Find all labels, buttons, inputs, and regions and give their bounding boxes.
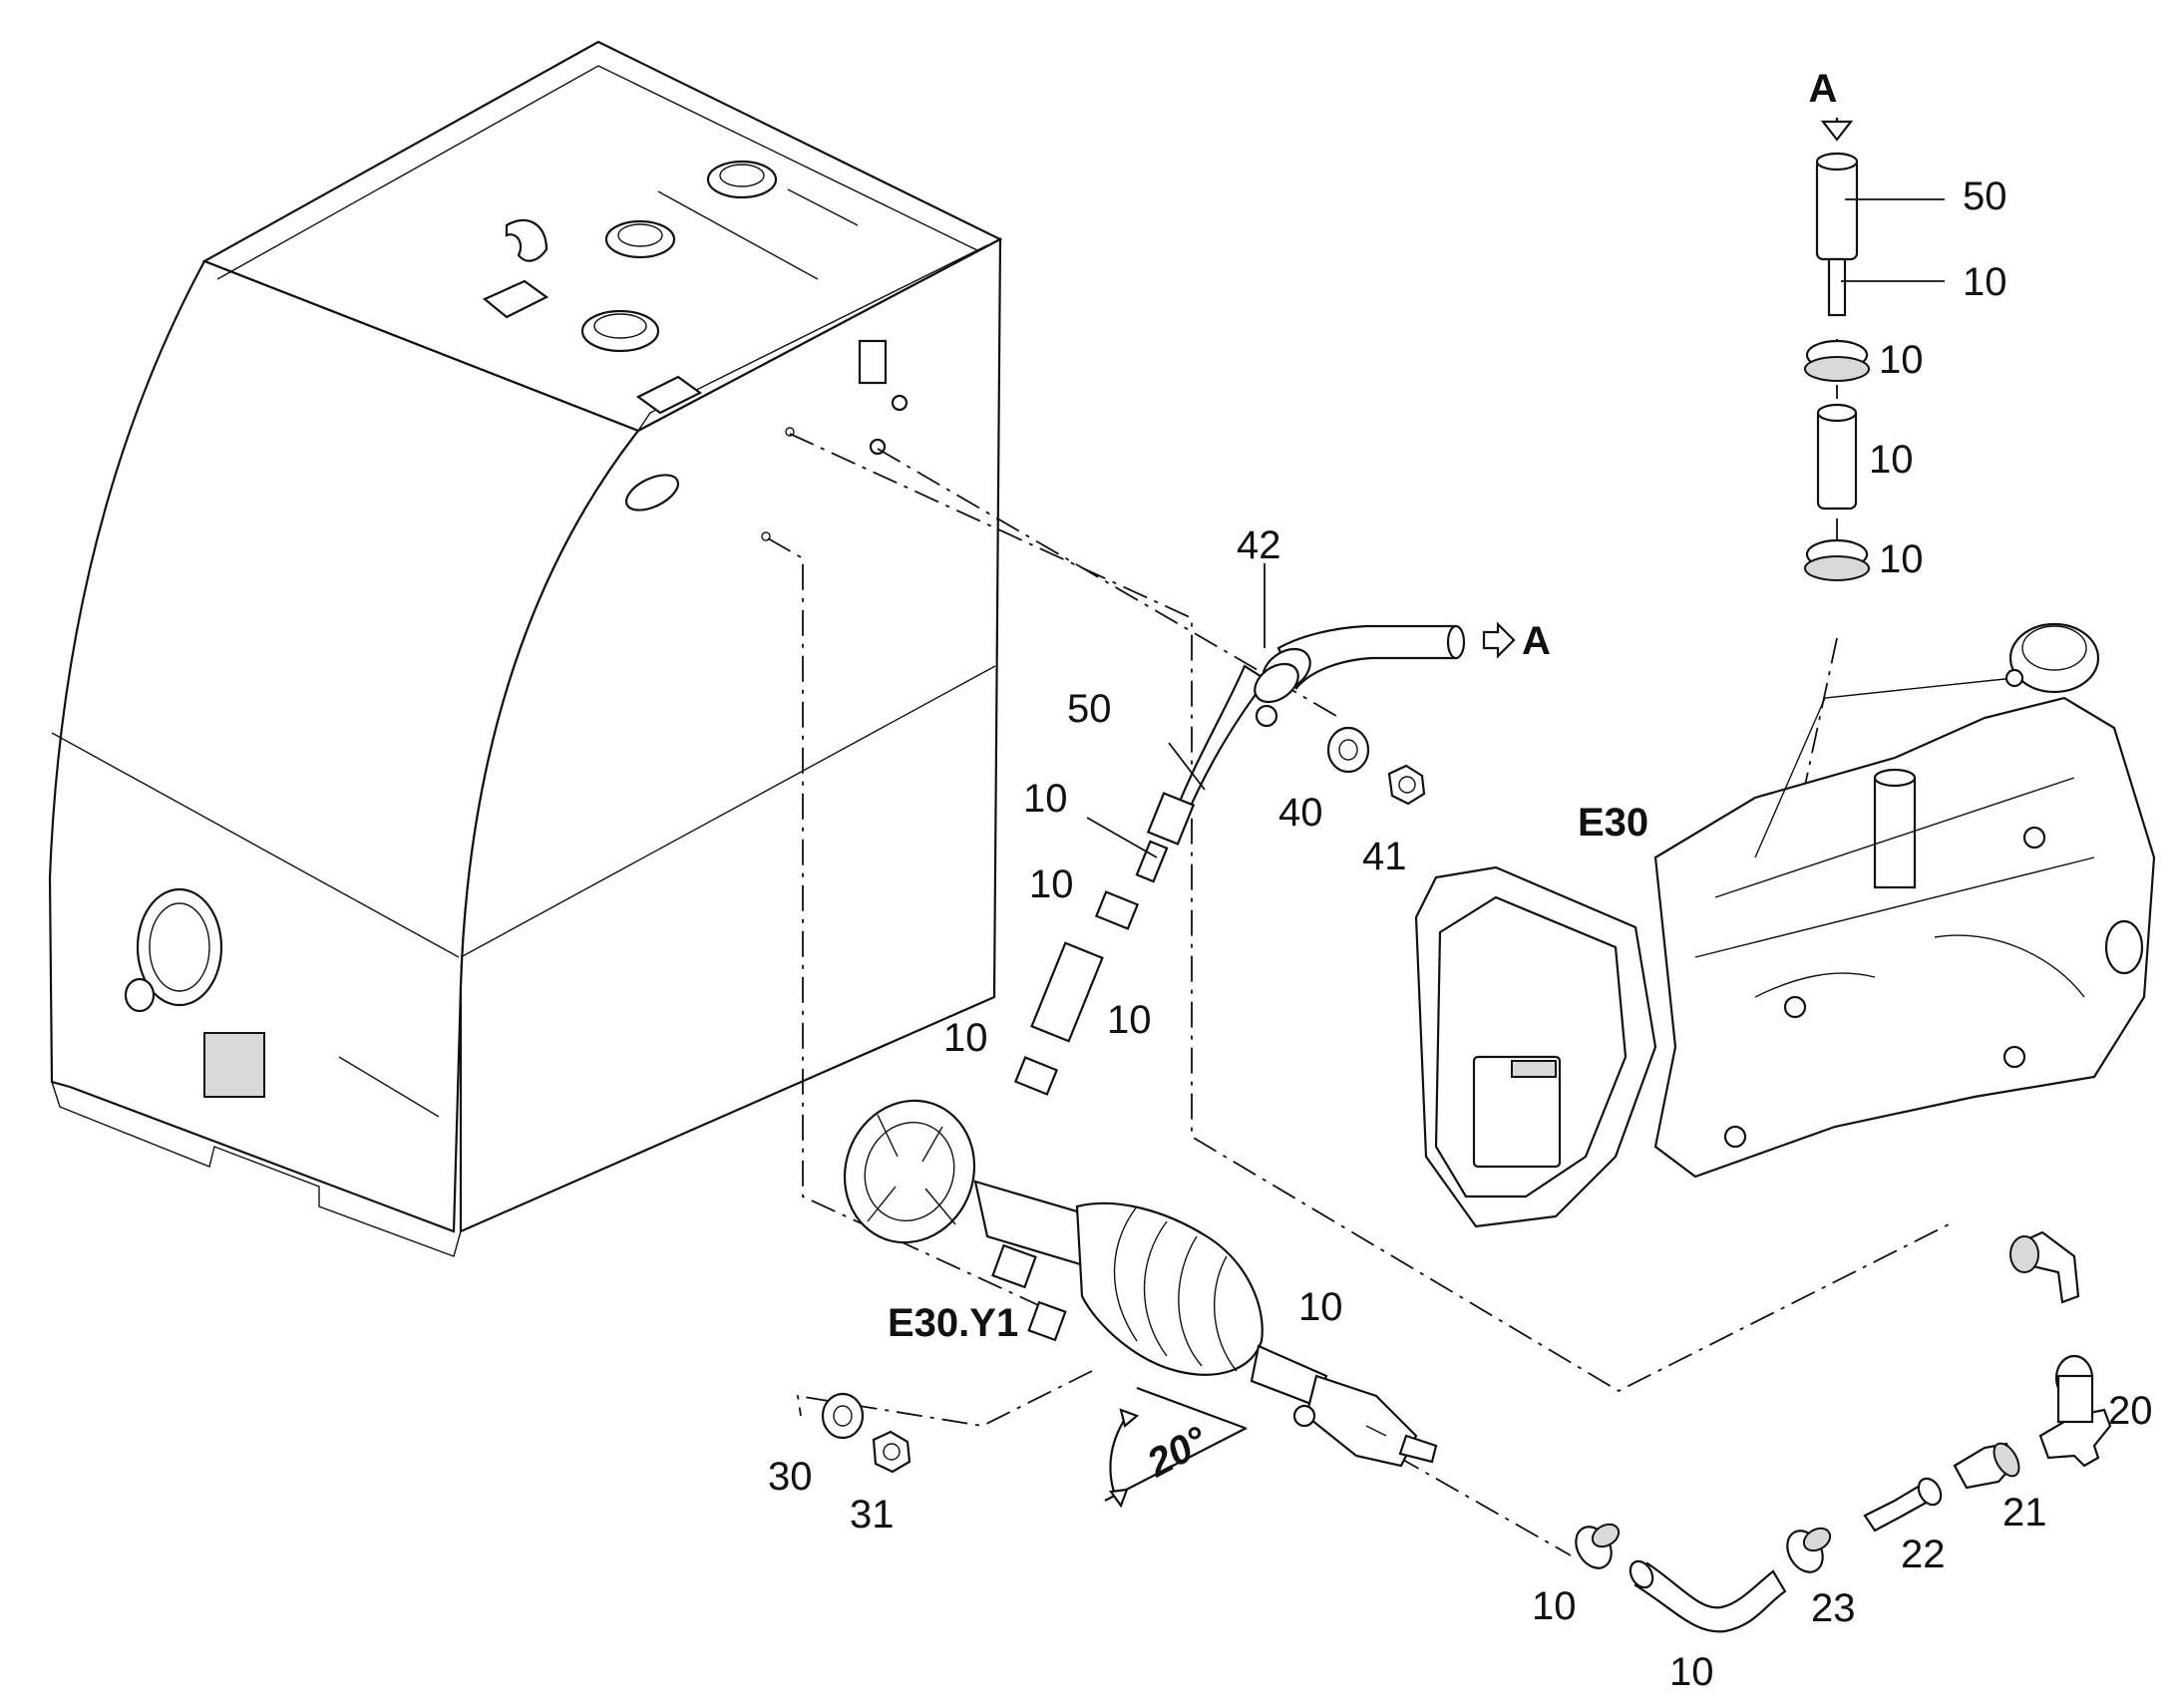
label-10-valve: 10: [1298, 1285, 1343, 1329]
label-30: 30: [768, 1455, 813, 1499]
label-e30y1: E30.Y1: [888, 1301, 1018, 1345]
return-line-fittings: [1575, 1230, 2112, 1633]
label-10-bottom-1: 10: [1532, 1584, 1577, 1628]
label-10-top-2: 10: [1879, 338, 1924, 382]
label-10-bottom-2: 10: [1669, 1650, 1714, 1694]
label-50-top: 50: [1963, 174, 2007, 218]
label-22: 22: [1901, 1533, 1946, 1576]
tank-housing: [48, 40, 1003, 1257]
label-10-top-1: 10: [1963, 260, 2007, 304]
label-e30: E30: [1578, 801, 1648, 845]
label-42: 42: [1237, 523, 1281, 567]
part-labels: A 50 10 10 10 10 A 42 50 10 10 10 10 40 …: [768, 67, 2153, 1694]
label-a-side: A: [1522, 619, 1551, 663]
fuel-line-assembly: [1013, 621, 1516, 1096]
label-23: 23: [1811, 1586, 1856, 1630]
label-10-top-4: 10: [1879, 537, 1924, 581]
label-10-mid-3: 10: [1107, 998, 1152, 1042]
label-41: 41: [1362, 835, 1407, 878]
label-10-mid-1: 10: [1023, 777, 1068, 821]
label-a-top: A: [1809, 67, 1838, 111]
label-10-mid-2: 10: [1029, 862, 1074, 906]
label-40: 40: [1278, 791, 1323, 835]
label-10-top-3: 10: [1869, 438, 1914, 482]
angle-indicator: [1104, 1386, 1248, 1509]
leader-lines: [1086, 198, 1945, 858]
label-10-mid-4: 10: [943, 1016, 988, 1060]
label-50-mid: 50: [1067, 687, 1112, 731]
burner-e30: [1414, 622, 2156, 1228]
top-hose-stack: [1804, 118, 1870, 581]
label-20: 20: [2108, 1389, 2153, 1433]
label-21: 21: [2002, 1491, 2047, 1535]
washer-nut-30-31: [821, 1392, 911, 1474]
solenoid-valve-e30y1: [843, 1099, 1438, 1468]
label-31: 31: [850, 1493, 895, 1537]
